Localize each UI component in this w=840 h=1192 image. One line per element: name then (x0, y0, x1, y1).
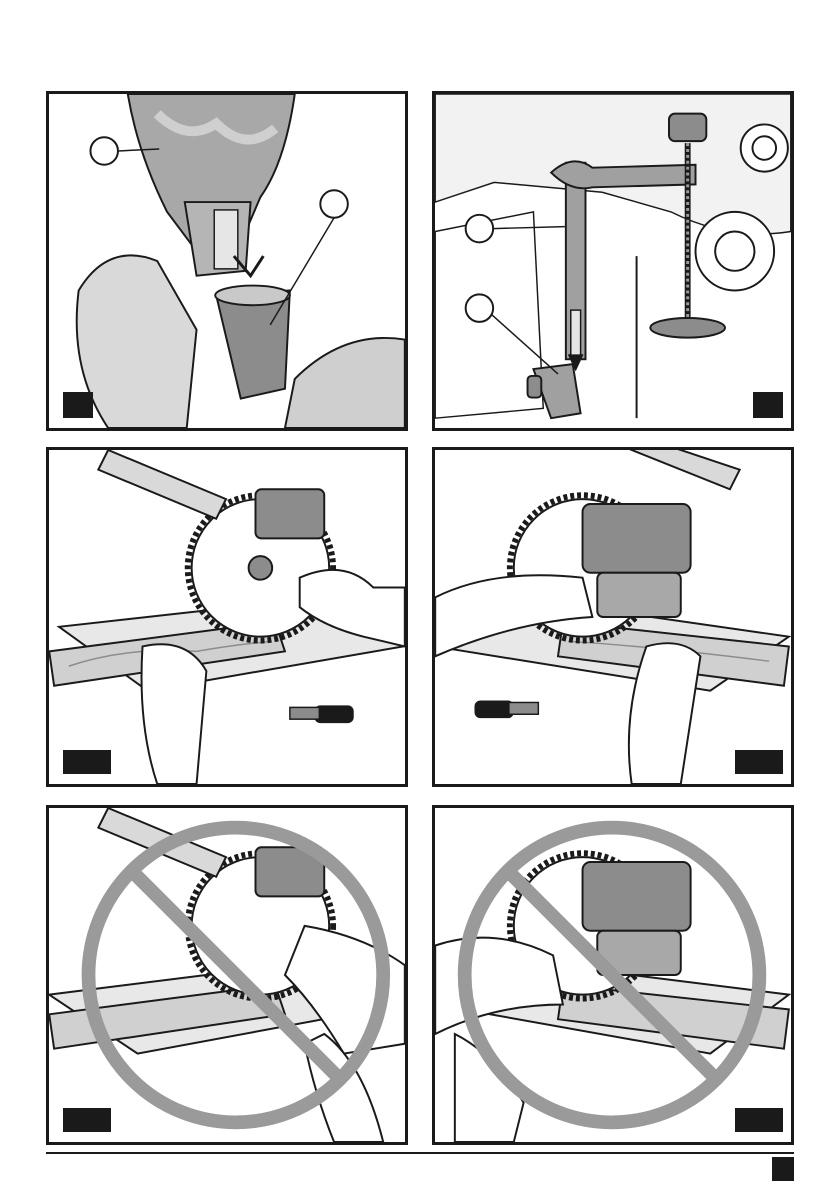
page-number-box (772, 1157, 794, 1181)
saw-incorrect-left-illustration (435, 808, 791, 1142)
clamp-illustration (435, 94, 791, 428)
figure-incorrect-crossed-left (432, 805, 794, 1145)
callout-circle-2 (466, 294, 494, 322)
dust-bag-illustration (49, 94, 405, 428)
figure-correct-left-hand (432, 447, 794, 787)
figure-tag (63, 1108, 111, 1132)
figure-tag (63, 392, 93, 418)
footer-rule (46, 1152, 794, 1154)
figure-clamp-install (432, 91, 794, 431)
figure-tag (735, 750, 783, 774)
saw-correct-right-illustration (49, 450, 405, 784)
figure-dust-bag-attach (46, 91, 408, 431)
saw-incorrect-right-illustration (49, 808, 405, 1142)
figure-tag (63, 750, 111, 774)
figure-correct-right-hand (46, 447, 408, 787)
figure-tag (735, 1108, 783, 1132)
figure-incorrect-crossed-right (46, 805, 408, 1145)
saw-correct-left-illustration (435, 450, 791, 784)
callout-circle-2 (320, 190, 348, 218)
figure-tag (753, 392, 783, 418)
callout-circle-1 (90, 137, 118, 165)
callout-circle-1 (466, 215, 494, 243)
